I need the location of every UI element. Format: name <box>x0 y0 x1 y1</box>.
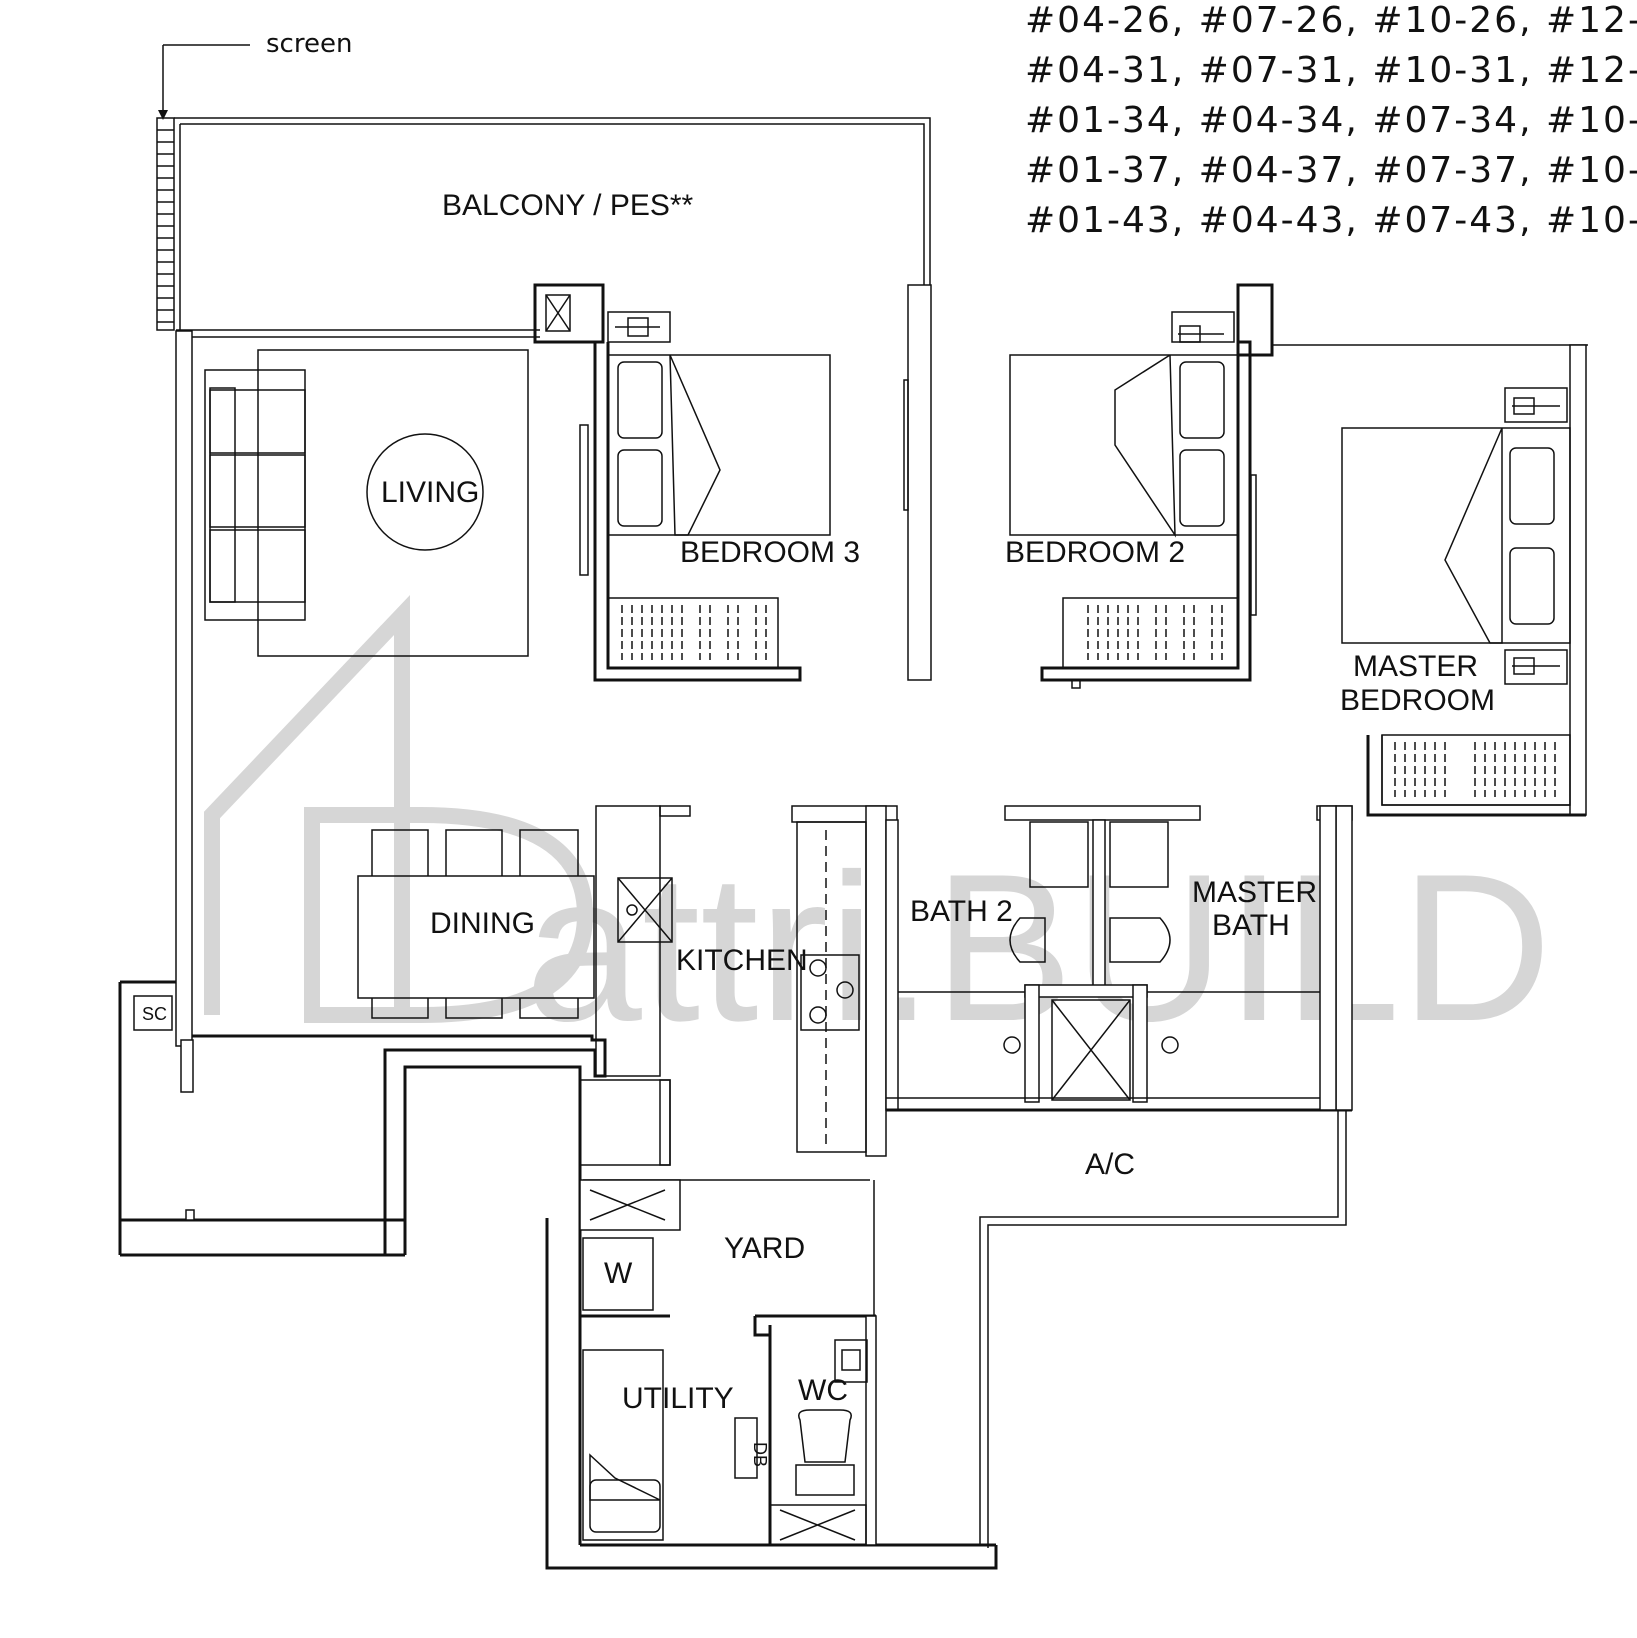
wc-label: WC <box>798 1374 848 1407</box>
bedroom-2-furniture: BEDROOM 2 <box>1005 311 1239 689</box>
living-label: LIVING <box>381 476 479 509</box>
master-bedroom-label-line1: MASTER <box>1353 650 1478 683</box>
bath-2-label: BATH 2 <box>910 895 1013 928</box>
bath-fixtures: BATH 2 MASTER BATH <box>898 821 1320 1101</box>
db-label: DB <box>750 1442 770 1467</box>
bedroom-2-label: BEDROOM 2 <box>1005 536 1185 569</box>
ac-ledge-label: A/C <box>1085 1148 1135 1181</box>
kitchen-label: KITCHEN <box>676 944 808 977</box>
living-furniture: LIVING <box>204 349 529 657</box>
unit-line-1: #04-26, #07-26, #10-26, #12-2 <box>1025 0 1637 41</box>
screen-label: screen <box>266 29 352 59</box>
service-area: W YARD DB UTILITY WC <box>582 1232 868 1541</box>
sc-label: SC <box>142 1004 167 1024</box>
master-bath-label-line1: MASTER <box>1192 876 1317 909</box>
unit-line-2: #04-31, #07-31, #10-31, #12-31 <box>1025 50 1637 91</box>
balcony-label: BALCONY / PES** <box>442 189 694 222</box>
master-bath-label-line2: BATH <box>1212 909 1290 942</box>
bedroom-3-label: BEDROOM 3 <box>680 536 860 569</box>
unit-line-3: #01-34, #04-34, #07-34, #10-3 <box>1025 100 1637 141</box>
unit-line-4: #01-37, #04-37, #07-37, #10-37 <box>1025 150 1637 191</box>
bedroom-3-furniture: BEDROOM 3 <box>607 311 860 669</box>
balcony-area: BALCONY / PES** <box>174 117 931 338</box>
watermark-house-logo <box>204 594 410 1023</box>
washer-label: W <box>604 1257 633 1290</box>
living-coffee-table <box>366 433 484 551</box>
kitchen-fixtures: KITCHEN <box>617 877 860 1031</box>
watermark-d-logo <box>388 807 594 1023</box>
master-bedroom-label-line2: BEDROOM <box>1340 684 1495 717</box>
dining-furniture: DINING <box>357 829 595 1019</box>
screen-callout: screen <box>156 29 352 331</box>
dining-label: DINING <box>430 907 535 940</box>
yard-label: YARD <box>724 1232 805 1265</box>
utility-label: UTILITY <box>622 1382 734 1415</box>
master-bedroom-furniture: MASTER BEDROOM <box>1340 387 1571 806</box>
unit-line-5: #01-43, #04-43, #07-43, #10-4 <box>1025 200 1637 241</box>
unit-number-list: #04-26, #07-26, #10-26, #12-2 #04-31, #0… <box>1025 0 1637 241</box>
